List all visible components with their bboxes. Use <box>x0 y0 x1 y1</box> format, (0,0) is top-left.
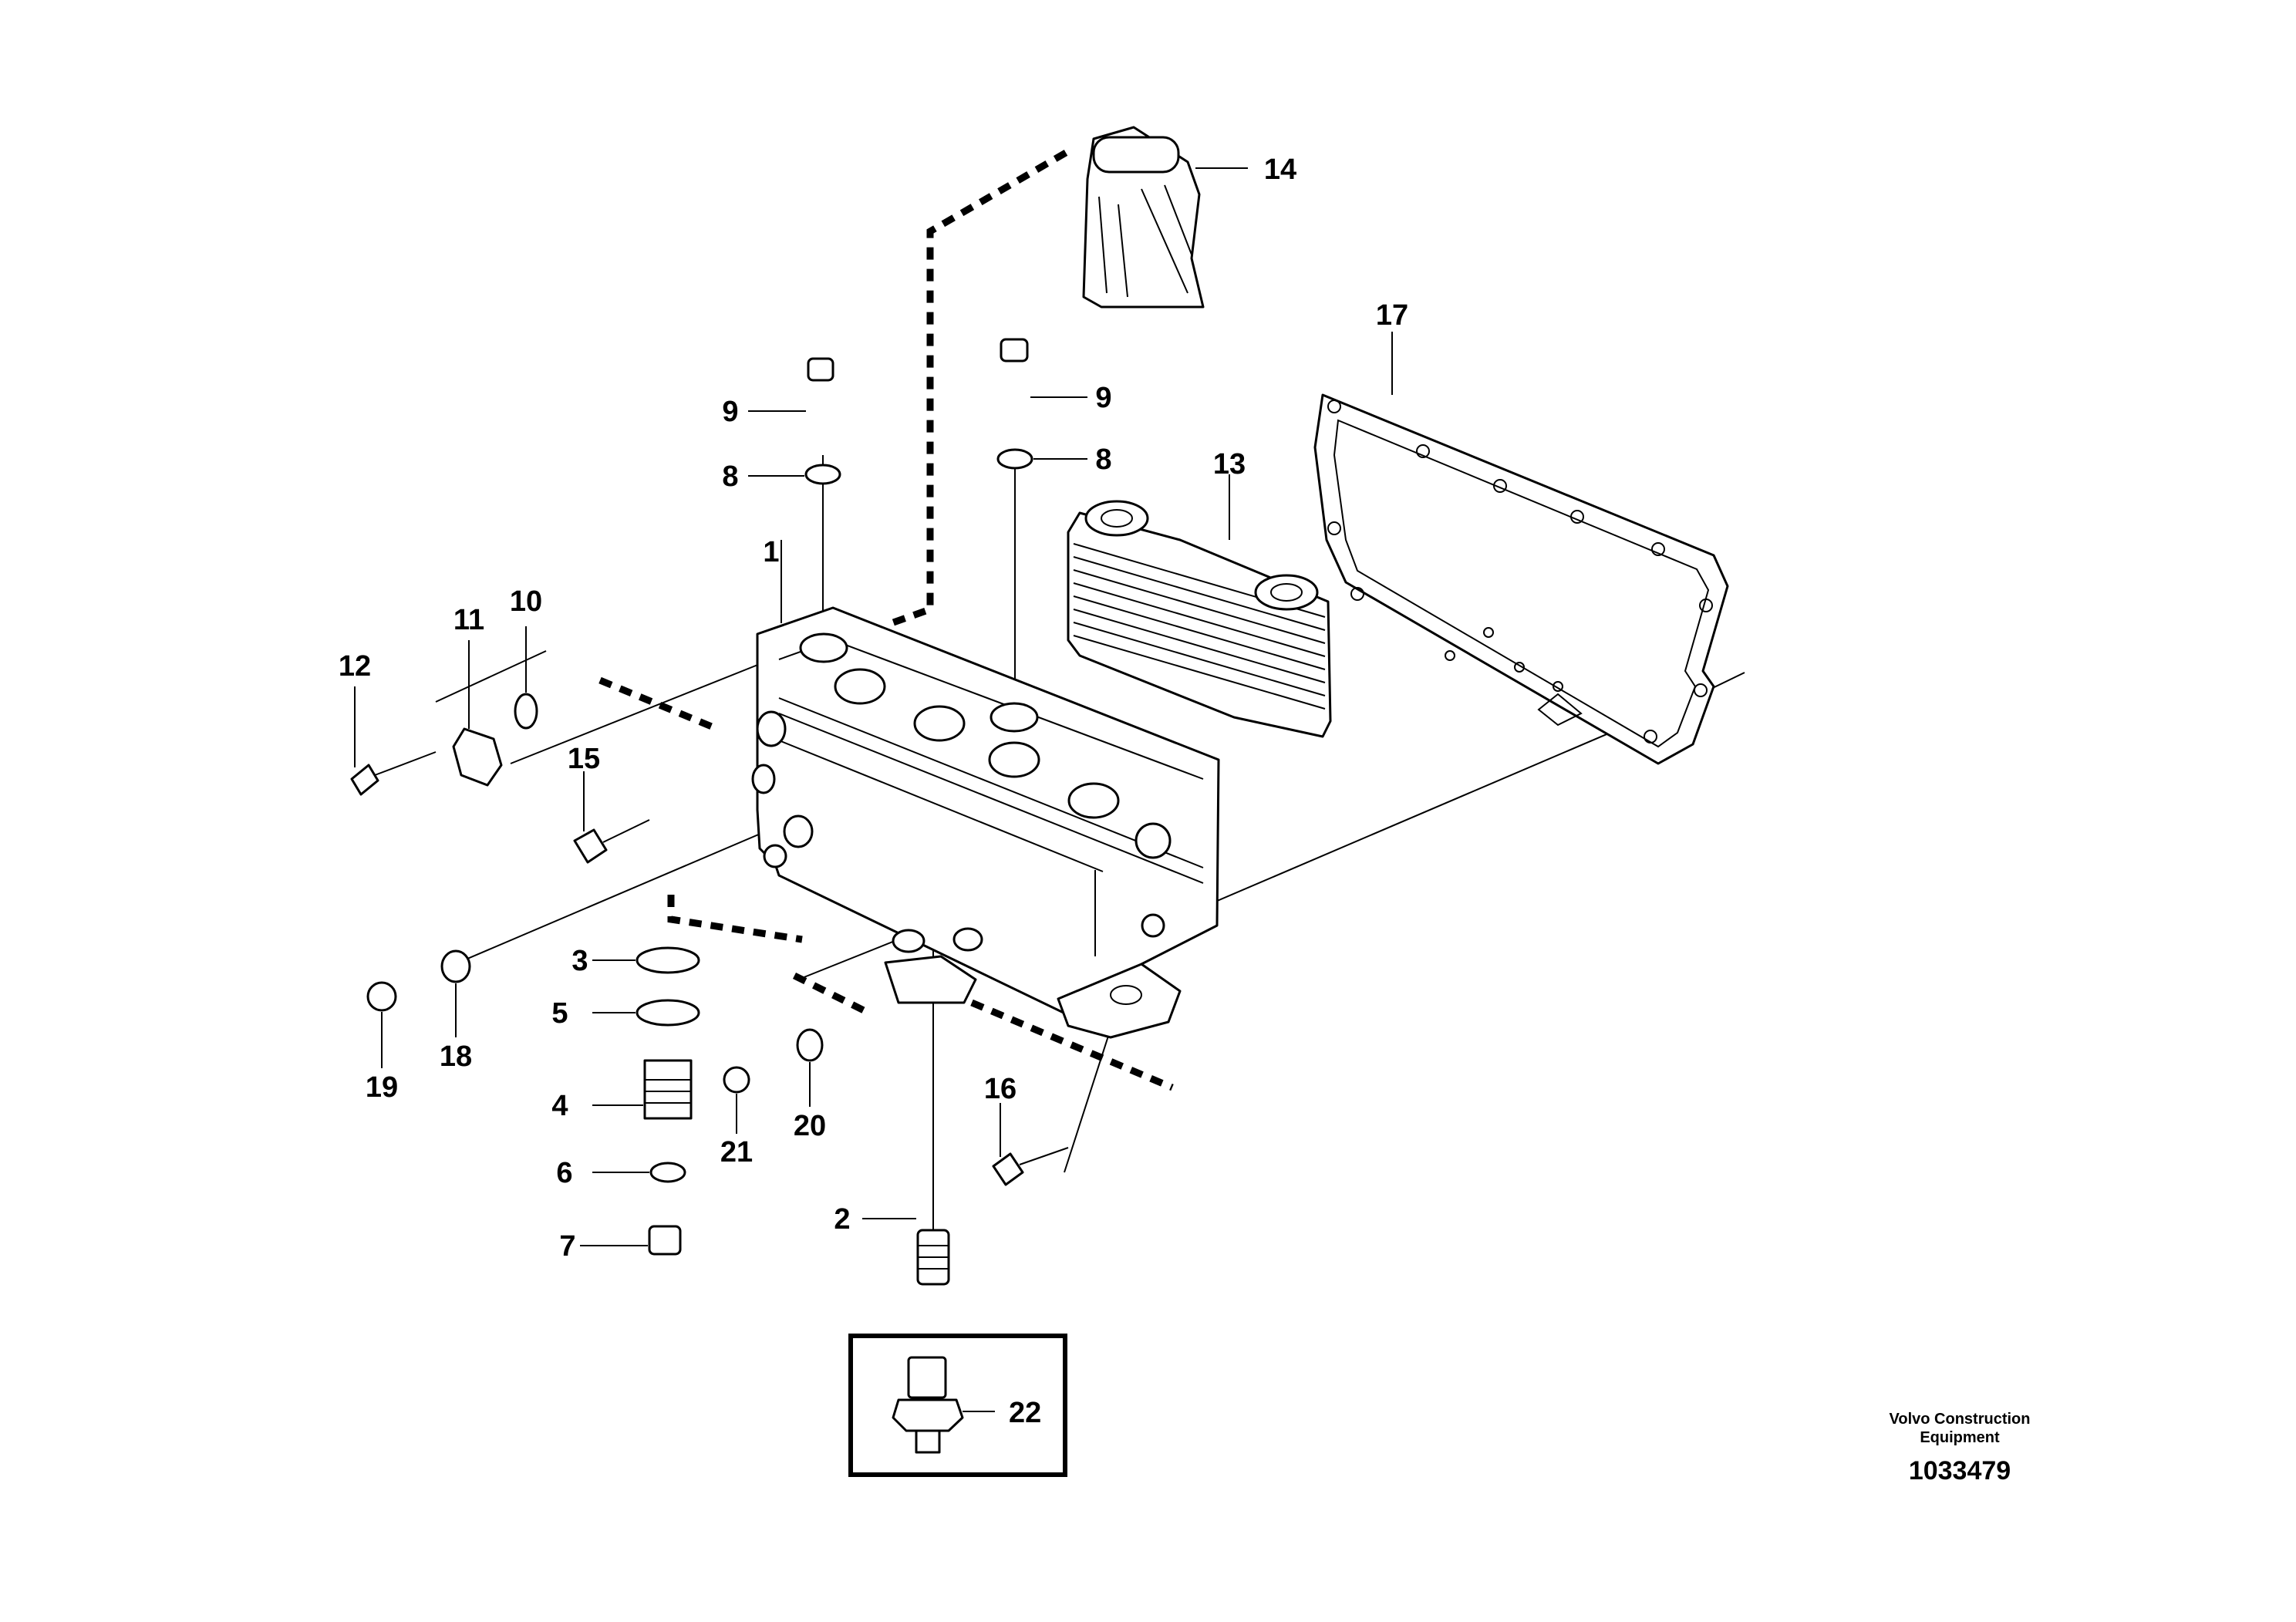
housing-flanges <box>884 927 1182 1039</box>
o-ring-10 <box>514 693 538 730</box>
callout-9-left: 9 <box>722 396 738 428</box>
callout-7: 7 <box>559 1230 575 1263</box>
callout-16: 16 <box>984 1073 1017 1105</box>
plug-9-left <box>807 357 834 382</box>
document-number: 1033479 <box>1909 1456 2011 1485</box>
callout-6: 6 <box>556 1157 572 1189</box>
washer-6 <box>649 1162 686 1183</box>
callout-12: 12 <box>339 650 371 683</box>
callout-21: 21 <box>720 1136 753 1168</box>
cover-11 <box>452 727 503 787</box>
small-parts <box>350 338 1069 1286</box>
oil-cooler-part <box>1067 500 1332 738</box>
credit-line-1: Volvo Construction <box>1890 1411 2031 1428</box>
washer-20 <box>796 1028 824 1062</box>
callout-19: 19 <box>366 1071 398 1104</box>
sensor-inset <box>848 1334 1067 1477</box>
callout-10: 10 <box>510 585 542 618</box>
callout-20: 20 <box>794 1110 826 1142</box>
bolt-16-head <box>992 1152 1024 1186</box>
bolt-15-head <box>573 828 608 864</box>
washer-8-right <box>996 448 1033 470</box>
plug-7 <box>648 1225 682 1256</box>
title-block: Volvo Construction Equipment 1033479 <box>1890 1411 2031 1485</box>
callout-labels: 1 2 3 4 5 6 7 8 8 9 9 10 11 12 13 14 15 … <box>339 153 1408 1429</box>
sensor-22-thread <box>915 1429 941 1454</box>
callout-5: 5 <box>551 997 568 1030</box>
callout-18: 18 <box>440 1040 472 1073</box>
bracket-part <box>1082 126 1205 309</box>
washer-5 <box>636 999 700 1027</box>
callout-13: 13 <box>1213 448 1246 481</box>
leader-lines <box>354 167 1393 1246</box>
hidden-lines <box>598 150 1174 1091</box>
plug-19 <box>366 981 397 1012</box>
callout-3: 3 <box>571 945 588 977</box>
callout-2: 2 <box>834 1203 850 1236</box>
bolt-12-head <box>350 764 379 796</box>
washer-3 <box>636 946 700 974</box>
gasket-holes <box>1327 400 1713 744</box>
callout-17: 17 <box>1376 299 1408 332</box>
sensor-22-body <box>907 1356 947 1399</box>
washer-18 <box>440 949 471 983</box>
washer-8-left <box>804 464 841 485</box>
housing-part <box>751 606 1220 1039</box>
callout-8-left: 8 <box>722 460 738 493</box>
callout-14: 14 <box>1264 153 1296 186</box>
gasket-part <box>1313 393 1729 765</box>
callout-1: 1 <box>763 536 779 568</box>
callout-8-right: 8 <box>1095 443 1111 476</box>
callout-11: 11 <box>453 604 484 636</box>
callout-4: 4 <box>551 1090 568 1122</box>
credit-line-2: Equipment <box>1920 1429 2000 1446</box>
callout-15: 15 <box>568 743 600 775</box>
callout-9-right: 9 <box>1095 382 1111 414</box>
valve-4 <box>643 1059 693 1120</box>
callout-22: 22 <box>1009 1397 1041 1429</box>
plug-21 <box>723 1066 750 1094</box>
sensor-22-hex <box>892 1398 964 1432</box>
plug-9-right <box>1000 338 1029 363</box>
housing-bosses <box>751 632 1172 938</box>
